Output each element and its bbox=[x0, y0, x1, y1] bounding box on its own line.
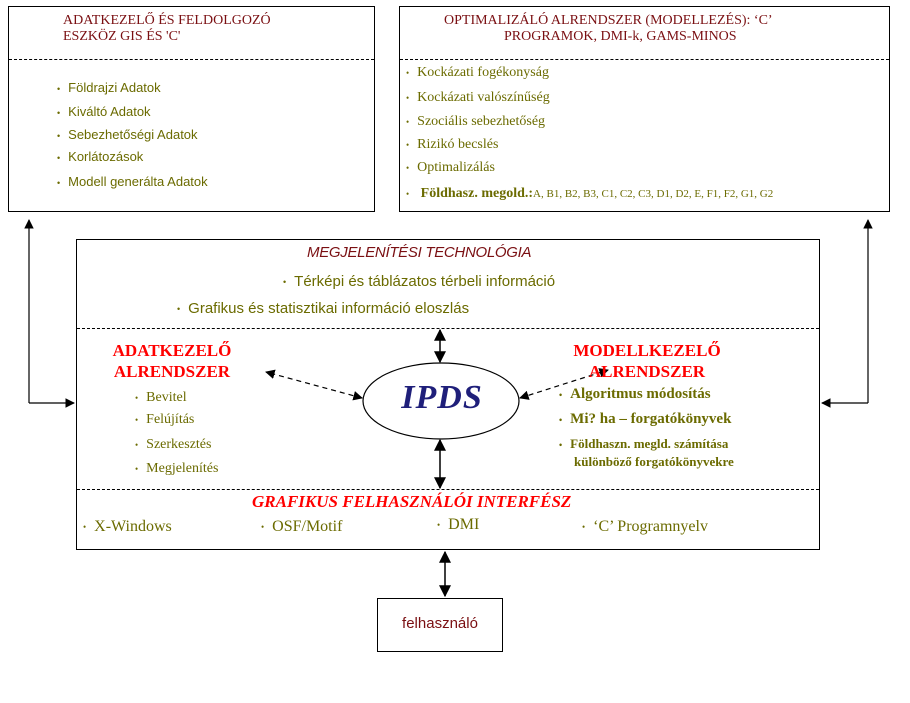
right-box-item: Kockázati fogékonyság bbox=[406, 65, 549, 81]
model-subsystem-title-line1: MODELLKEZELŐ bbox=[573, 341, 721, 360]
gui-title: GRAFIKUS FELHASZNÁLÓI INTERFÉSZ bbox=[252, 492, 572, 511]
ipds-right-arrow bbox=[519, 368, 609, 400]
right-box-item-land-use: Földhasz. megold.:A, B1, B2, B3, C1, C2,… bbox=[406, 186, 774, 202]
land-use-codes: A, B1, B2, B3, C1, C2, C3, D1, D2, E, F1… bbox=[533, 188, 774, 200]
model-subsystem-item: Mi? ha – forgatókönyvek bbox=[559, 411, 731, 428]
left-box-title-line1: ADATKEZELŐ ÉS FELDOLGOZÓ bbox=[63, 13, 271, 28]
gui-item: OSF/Motif bbox=[261, 518, 342, 536]
user-box: felhasználó bbox=[377, 598, 503, 652]
gui-item: X-Windows bbox=[83, 518, 172, 536]
tech-divider bbox=[77, 328, 819, 329]
data-subsystem-item: Felújítás bbox=[135, 412, 194, 428]
data-subsystem-item: Bevitel bbox=[135, 390, 186, 406]
data-subsystem-item: Szerkesztés bbox=[135, 437, 211, 453]
optimizer-subsystem-box: OPTIMALIZÁLÓ ALRENDSZER (MODELLEZÉS): ‘C… bbox=[399, 6, 890, 212]
gui-item: ‘C’ Programnyelv bbox=[582, 518, 708, 536]
tech-item: Grafikus és statisztikai információ elos… bbox=[177, 300, 469, 317]
left-box-item: Földrajzi Adatok bbox=[57, 80, 161, 95]
right-box-divider bbox=[400, 59, 889, 60]
data-subsystem-title-line2: ALRENDSZER bbox=[113, 362, 231, 381]
user-label: felhasználó bbox=[402, 615, 478, 632]
tech-item: Térképi és táblázatos térbeli információ bbox=[283, 273, 555, 290]
right-box-item: Rizikó becslés bbox=[406, 137, 498, 153]
model-subsystem-item: Algoritmus módosítás bbox=[559, 386, 710, 403]
ipds-left-arrow bbox=[265, 369, 363, 401]
right-box-item: Szociális sebezhetőség bbox=[406, 114, 545, 130]
left-box-divider bbox=[9, 59, 374, 60]
right-box-item: Optimalizálás bbox=[406, 160, 495, 176]
gui-item: DMI bbox=[437, 516, 479, 534]
main-system-box: MEGJELENÍTÉSI TECHNOLÓGIA Térképi és táb… bbox=[76, 239, 820, 550]
left-box-title-line2: ESZKÖZ GIS ÉS 'C' bbox=[63, 29, 181, 44]
right-box-item: Kockázati valószínűség bbox=[406, 90, 550, 106]
right-box-title-line1: OPTIMALIZÁLÓ ALRENDSZER (MODELLEZÉS): ‘C… bbox=[444, 13, 773, 28]
data-processing-tools-box: ADATKEZELŐ ÉS FELDOLGOZÓ ESZKÖZ GIS ÉS '… bbox=[8, 6, 375, 212]
left-box-item: Sebezhetőségi Adatok bbox=[57, 127, 197, 142]
left-box-item: Korlátozások bbox=[57, 149, 143, 164]
data-subsystem-title-line1: ADATKEZELŐ bbox=[112, 341, 232, 360]
left-box-item: Kiváltó Adatok bbox=[57, 104, 150, 119]
land-use-label: Földhasz. megold.: bbox=[420, 186, 534, 201]
model-subsystem-title-line2: ALRENDSZER bbox=[588, 362, 706, 381]
ipds-label: IPDS bbox=[401, 379, 483, 416]
left-box-item: Modell generálta Adatok bbox=[57, 174, 207, 189]
data-subsystem-item: Megjelenítés bbox=[135, 461, 218, 477]
gui-divider bbox=[77, 489, 819, 490]
right-box-title-line2: PROGRAMOK, DMI-k, GAMS-MINOS bbox=[504, 29, 737, 44]
tech-title: MEGJELENÍTÉSI TECHNOLÓGIA bbox=[307, 244, 532, 261]
model-subsystem-item: Földhaszn. megld. számítása bbox=[559, 436, 728, 452]
model-subsystem-item-cont: különböző forgatókönyvekre bbox=[574, 454, 734, 469]
ipds-ellipse bbox=[362, 362, 520, 440]
